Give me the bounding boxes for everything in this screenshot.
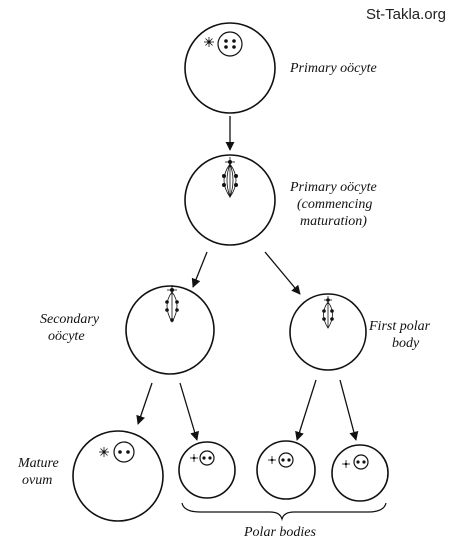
chromosome-dot-icon [287, 458, 291, 462]
label-commencing-line3: maturation) [300, 214, 367, 229]
polar-bodies-brace [181, 502, 387, 522]
label-secondary-line1: Secondary [40, 312, 100, 327]
nucleus [113, 441, 135, 463]
label-mature-line2: ovum [22, 473, 52, 488]
arrow-icon [295, 379, 317, 441]
chromosome-dot-icon [232, 45, 236, 49]
nucleus [199, 450, 215, 466]
polar-body-cell [256, 440, 316, 500]
maturing-oocyte-cell [184, 154, 276, 246]
label-first-polar-line1: First polar [368, 319, 431, 334]
first-polar-body-cell [289, 293, 367, 371]
chromosome-dot-icon [126, 450, 130, 454]
chromosome-dot-icon [224, 39, 228, 43]
chromosome-dot-icon [362, 460, 366, 464]
centrosome-icon [268, 456, 276, 464]
arrow-icon [339, 379, 359, 441]
centrosome-icon [99, 447, 109, 457]
arrow-icon [136, 382, 153, 425]
arrow-icon [191, 251, 208, 288]
centrosome-icon [204, 37, 214, 47]
arrow-icon [264, 251, 301, 295]
secondary-oocyte-cell [125, 285, 215, 375]
label-first-polar-line2: body [392, 336, 420, 351]
label-primary-oocyte: Primary oöcyte [289, 61, 377, 76]
arrow-icon [179, 382, 200, 441]
label-commencing-line2: (commencing [297, 197, 372, 212]
watermark-text: St-Takla.org [365, 6, 446, 23]
primary-oocyte-cell [184, 22, 276, 114]
label-secondary-line2: oöcyte [48, 329, 85, 344]
chromosome-dot-icon [281, 458, 285, 462]
nucleus [217, 31, 243, 57]
polar-body-cell [331, 444, 389, 502]
centrosome-icon [342, 460, 350, 468]
spindle-icon [222, 157, 238, 199]
centrosome-icon [190, 454, 198, 462]
polar-body-cell [178, 441, 236, 499]
chromosome-dot-icon [118, 450, 122, 454]
chromosome-dot-icon [356, 460, 360, 464]
chromosome-dot-icon [224, 45, 228, 49]
mature-ovum-cell [72, 430, 164, 522]
label-polar-bodies: Polar bodies [243, 525, 316, 538]
label-commencing-line1: Primary oöcyte [289, 180, 377, 195]
nucleus [353, 454, 369, 470]
chromosome-dot-icon [208, 456, 212, 460]
label-mature-line1: Mature [17, 456, 59, 471]
spindle-icon [165, 285, 179, 323]
chromosome-dot-icon [202, 456, 206, 460]
spindle-icon [322, 296, 334, 329]
chromosome-dot-icon [232, 39, 236, 43]
nucleus [278, 452, 294, 468]
